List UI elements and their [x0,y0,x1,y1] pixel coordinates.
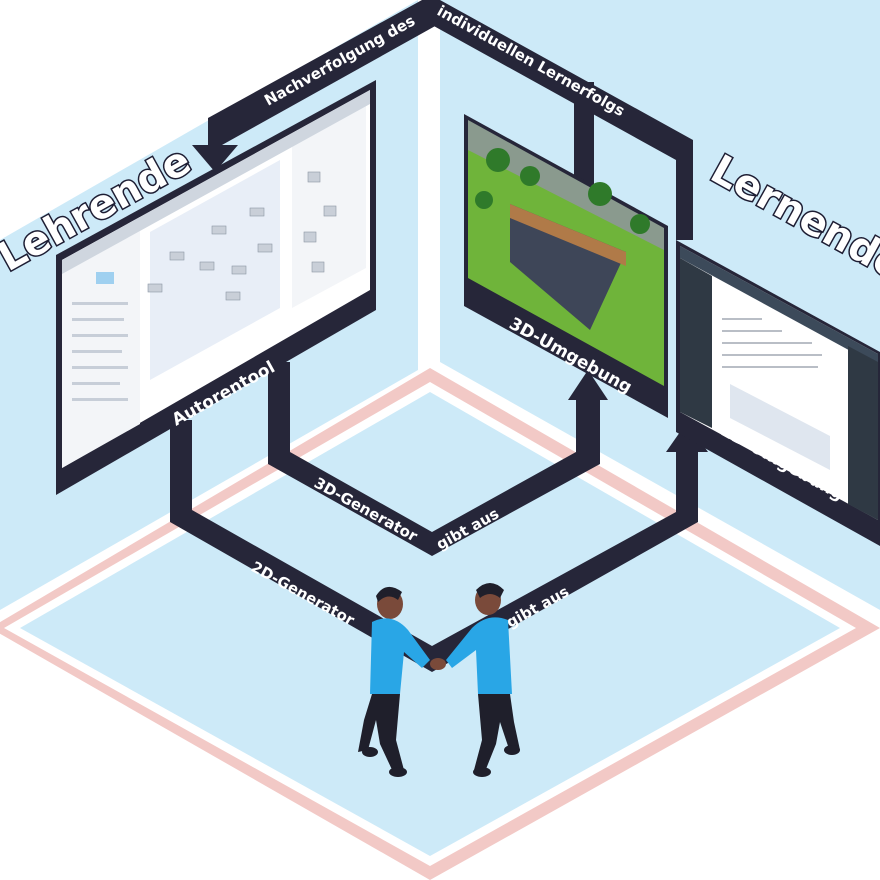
umgebung-2d-figure [730,384,830,470]
handshake-hands [430,658,446,670]
tracking-arrow [192,0,693,240]
umgebung-2d-panel: 2D-Umgebung [676,240,880,546]
autorentool-panel: Autorentool [56,80,376,495]
tracking-arrow-left-band [208,0,437,145]
autorentool-topbar [62,90,370,274]
autorentool-canvas [150,160,280,380]
umgebung-2d-text-lines [722,318,822,368]
person-right [446,583,520,777]
autorentool-nodes [147,171,337,301]
floor [20,392,840,856]
umgebung-2d-sidebar-l [680,258,712,428]
generator-3d-arrow-head [568,370,608,400]
wall-corner-gap [418,0,440,370]
umgebung-2d-titlebar [680,246,878,366]
tracking-arrow-right-band [432,0,693,240]
autorentool-rightpane [292,100,366,308]
tracking-arrow-drop-3d [574,82,594,190]
umgebung-3d-room-wall [510,204,626,266]
tracking-arrow-left-head [192,145,238,172]
umgebung-2d-sidebar-r [848,346,878,520]
umgebung-3d-room [510,204,626,330]
umgebung-3d-panel: 3D-Umgebung [464,114,668,418]
autorentool-sidebar [62,217,140,468]
umgebung-3d-trees [475,148,650,234]
generator-3d-connector [268,362,608,556]
generator-3d-path [268,362,600,556]
person-left [358,586,430,777]
handshake-people-icon [358,583,520,777]
autorentool-sidebar-lines [72,272,128,401]
